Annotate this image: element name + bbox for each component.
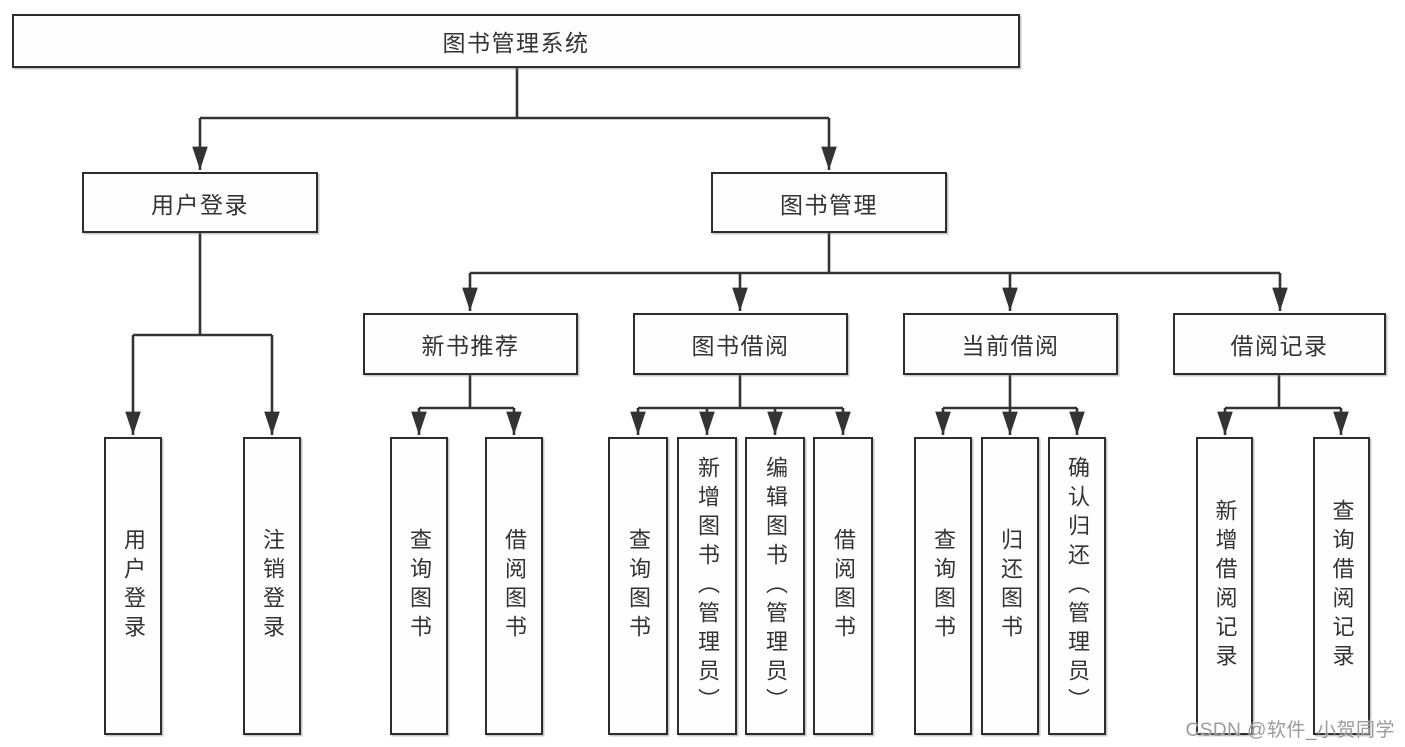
node-book-borrow: 图书借阅 — [633, 313, 848, 375]
leaf-logout-login: 注销登录 — [243, 437, 301, 735]
leaf-current-query-books: 查询图书 — [914, 437, 972, 735]
node-borrow-records: 借阅记录 — [1173, 313, 1386, 375]
leaf-records-query-record: 查询借阅记录 — [1313, 437, 1370, 735]
leaf-recommend-borrow-books-label: 借阅图书 — [502, 528, 527, 644]
leaf-borrow-query-books-label: 查询图书 — [626, 528, 651, 644]
leaf-recommend-borrow-books: 借阅图书 — [485, 437, 543, 735]
connector-group-user-login — [125, 233, 280, 435]
node-current-borrow-label: 当前借阅 — [961, 333, 1060, 359]
node-user-login-label: 用户登录 — [151, 191, 249, 218]
leaf-current-query-books-label: 查询图书 — [931, 528, 956, 644]
leaf-recommend-query-books: 查询图书 — [390, 437, 448, 735]
node-borrow-records-label: 借阅记录 — [1230, 333, 1329, 359]
leaf-borrow-edit-books-admin-label: 编辑图书（管理员） — [763, 455, 788, 717]
leaf-user-login-label: 用户登录 — [121, 528, 146, 644]
leaf-records-add-record-label: 新增借阅记录 — [1212, 499, 1238, 673]
leaf-borrow-borrow-books: 借阅图书 — [813, 437, 873, 735]
connector-group-current-borrow — [935, 375, 1085, 435]
leaf-user-login: 用户登录 — [104, 437, 162, 735]
connector-group-borrow-records — [1217, 375, 1349, 435]
leaf-borrow-add-books-admin: 新增图书（管理员） — [677, 437, 737, 735]
leaf-logout-login-label: 注销登录 — [260, 528, 285, 644]
leaf-current-confirm-return-admin: 确认归还（管理员） — [1048, 437, 1106, 735]
node-user-login: 用户登录 — [82, 172, 318, 233]
node-root: 图书管理系统 — [12, 14, 1020, 68]
leaf-borrow-edit-books-admin: 编辑图书（管理员） — [745, 437, 805, 735]
leaf-records-query-record-label: 查询借阅记录 — [1329, 499, 1355, 673]
leaf-current-confirm-return-admin-label: 确认归还（管理员） — [1065, 455, 1090, 717]
connector-group-book-borrow — [630, 375, 851, 435]
leaf-recommend-query-books-label: 查询图书 — [407, 528, 432, 644]
node-book-management: 图书管理 — [711, 172, 947, 233]
node-book-borrow-label: 图书借阅 — [691, 333, 790, 359]
leaf-current-return-books-label: 归还图书 — [998, 528, 1023, 644]
node-book-management-label: 图书管理 — [780, 191, 878, 218]
leaf-records-add-record: 新增借阅记录 — [1196, 437, 1253, 735]
leaf-borrow-add-books-admin-label: 新增图书（管理员） — [695, 455, 720, 717]
node-new-book-recommend-label: 新书推荐 — [421, 333, 520, 359]
connector-group-new-book-recommend — [411, 375, 522, 435]
leaf-borrow-query-books: 查询图书 — [608, 437, 668, 735]
leaf-borrow-borrow-books-label: 借阅图书 — [831, 528, 856, 644]
leaf-current-return-books: 归还图书 — [981, 437, 1039, 735]
node-new-book-recommend: 新书推荐 — [363, 313, 578, 375]
node-current-borrow: 当前借阅 — [903, 313, 1118, 375]
node-root-label: 图书管理系统 — [442, 30, 590, 56]
connector-group-root — [192, 68, 837, 170]
connector-group-book-management — [462, 233, 1288, 311]
csdn-watermark: CSDN @软件_小贺同学 — [1185, 720, 1395, 741]
